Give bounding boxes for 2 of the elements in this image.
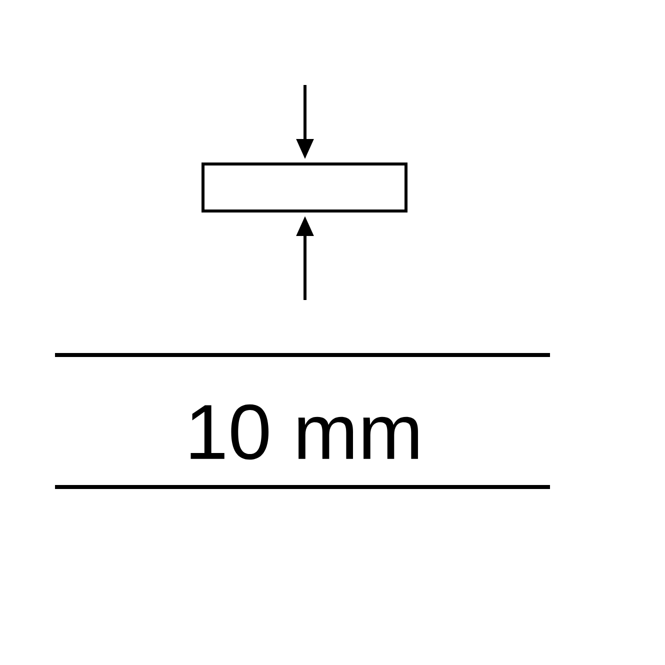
dimension-label: 10 mm	[190, 404, 418, 460]
plate-box	[202, 162, 408, 212]
